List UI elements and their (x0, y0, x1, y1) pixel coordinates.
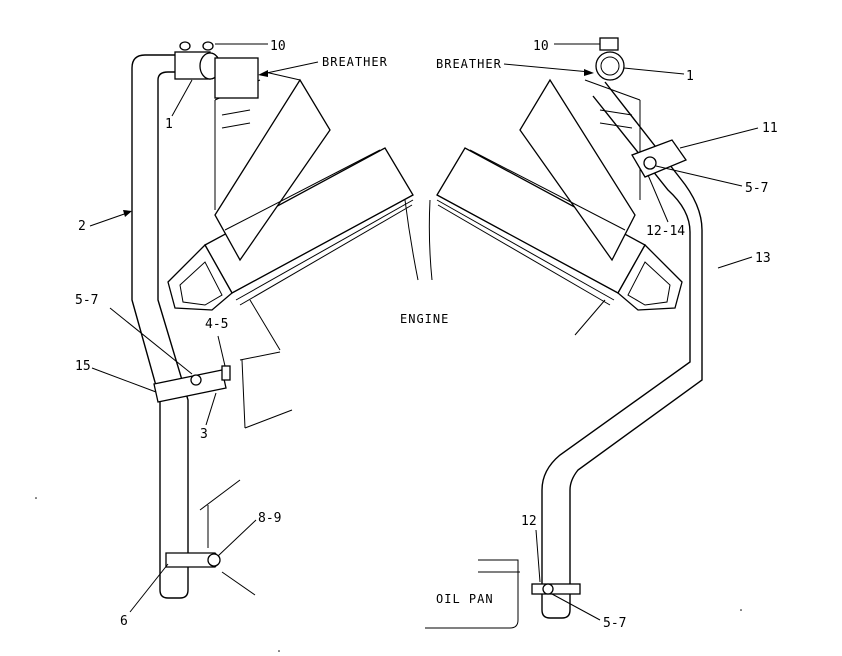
callout-12: 12 (521, 514, 537, 529)
breather-right-label: BREATHER (436, 57, 502, 71)
callout-10-right: 10 (533, 39, 549, 54)
callout-1-right: 1 (686, 69, 694, 84)
callout-4-5: 4-5 (205, 317, 228, 332)
callout-5-7-right-upper: 5-7 (745, 181, 768, 196)
callout-15: 15 (75, 359, 91, 374)
callout-3: 3 (200, 427, 208, 442)
callout-10-left: 10 (270, 39, 286, 54)
callout-5-7-right-lower: 5-7 (603, 616, 626, 631)
right-breather-tube (425, 37, 703, 629)
callout-12-14: 12-14 (646, 224, 685, 239)
callout-5-7-left: 5-7 (75, 293, 98, 308)
callout-2: 2 (78, 219, 86, 234)
engine-label: ENGINE (400, 312, 449, 326)
left-breather-tube (131, 41, 259, 599)
callout-11: 11 (762, 121, 778, 136)
callout-6: 6 (120, 614, 128, 629)
engine-outline (167, 71, 683, 429)
callout-8-9: 8-9 (258, 511, 281, 526)
oil-pan-label: OIL PAN (436, 592, 494, 606)
breather-left-label: BREATHER (322, 55, 388, 69)
callouts: 10 1 2 5-7 4-5 15 3 8-9 6 10 1 11 5-7 12… (75, 39, 778, 631)
callout-1-left: 1 (165, 117, 173, 132)
callout-13: 13 (755, 251, 771, 266)
